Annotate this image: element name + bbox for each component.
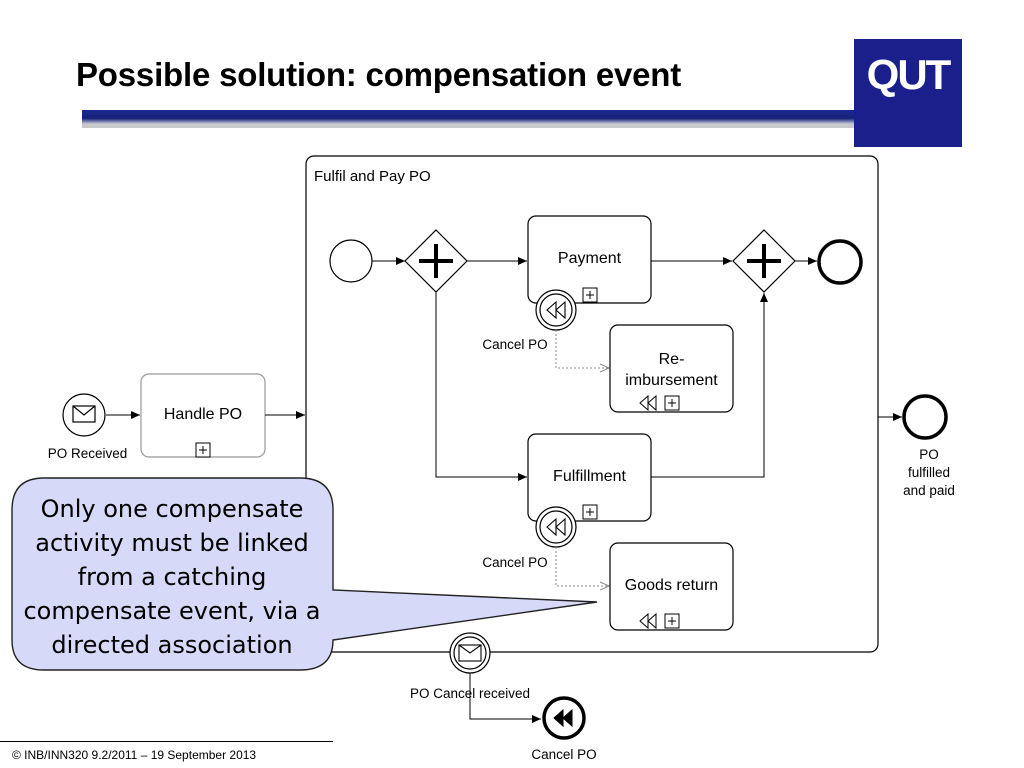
title-underline-shadow <box>82 124 862 128</box>
inner-start-event[interactable] <box>329 239 373 283</box>
title-underline-bar <box>82 110 862 124</box>
page-title: Possible solution: compensation event <box>76 56 682 93</box>
cancel-po-payment-label: Cancel PO <box>482 337 548 352</box>
callout-text: Only one compensate activity must be lin… <box>23 495 321 659</box>
fulfillment-compensation-boundary-event[interactable] <box>535 506 577 548</box>
subprocess-label: Fulfil and Pay PO <box>314 168 431 185</box>
qut-logo: QUT <box>854 39 962 147</box>
reimbursement-task[interactable] <box>609 324 734 413</box>
subprocess-fulfil-and-pay-po[interactable] <box>305 155 879 653</box>
po-received-label: PO Received <box>47 446 128 461</box>
parallel-join-gateway[interactable] <box>732 229 796 293</box>
qut-logo-text: QUT <box>866 51 952 98</box>
po-cancel-received-message-event[interactable] <box>449 632 491 674</box>
footer-copyright: © INB/INN320 9.2/2011 – 19 September 201… <box>12 748 257 762</box>
payment-compensation-boundary-event[interactable] <box>535 289 577 331</box>
cancel-po-fulfillment-label: Cancel PO <box>482 555 548 570</box>
flow-split-to-fulfillment <box>435 292 527 481</box>
payment-label: Payment <box>557 250 622 267</box>
cancel-po-end-label: Cancel PO <box>531 747 597 762</box>
goods-return-label: Goods return <box>624 577 719 594</box>
association-payment-to-reimbursement <box>555 330 609 368</box>
po-received-message-start-event[interactable] <box>62 393 106 437</box>
reimbursement-label: Re- imbursement <box>625 351 718 389</box>
compensation-marker-icon <box>639 612 657 630</box>
fulfillment-label: Fulfillment <box>553 468 626 485</box>
association-fulfillment-to-goods-return <box>555 547 609 586</box>
footer-divider <box>0 741 333 742</box>
goods-return-task[interactable] <box>609 542 734 631</box>
payment-task[interactable] <box>527 215 652 304</box>
compensation-marker-icon <box>639 394 657 412</box>
callout-bubble <box>11 477 598 671</box>
po-cancel-received-label: PO Cancel received <box>409 686 531 701</box>
po-fulfilled-label: PO fulfilled and paid <box>903 447 955 498</box>
flow-cancel-received-to-cancel-end <box>469 673 541 723</box>
cancel-po-compensation-end-event[interactable] <box>542 696 586 740</box>
flow-fulfillment-to-join <box>651 293 768 478</box>
handle-po-label: Handle PO <box>163 406 243 423</box>
inner-end-event[interactable] <box>817 239 863 285</box>
po-fulfilled-end-event[interactable] <box>902 394 948 440</box>
